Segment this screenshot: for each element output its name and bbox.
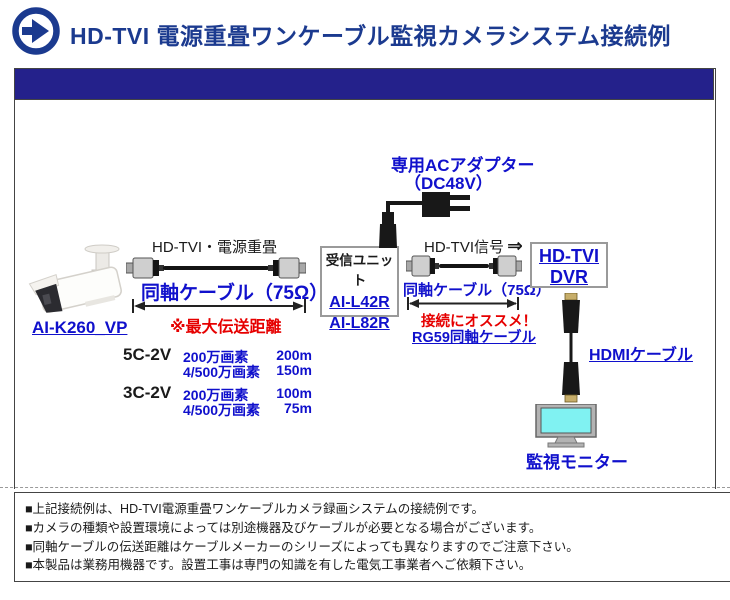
max-distance-note: ※最大伝送距離 (170, 319, 282, 336)
table-resolution: 200万画素 (183, 387, 249, 403)
note-line: ■上記接続例は、HD-TVI電源重畳ワンケーブルカメラ録画システムの接続例です。 (25, 502, 484, 516)
notes-box: ■上記接続例は、HD-TVI電源重畳ワンケーブルカメラ録画システムの接続例です。… (14, 492, 730, 582)
recommend-note: 接続にオススメ！ (421, 314, 537, 330)
cable1-coax-label: 同軸ケーブル（75Ω） (141, 283, 329, 304)
cable1-signal-label: HD-TVI・電源重畳 (152, 239, 277, 256)
table-distance: 200m (276, 347, 312, 363)
ac-adapter-label: 専用ACアダプター (391, 156, 535, 175)
table-resolution: 200万画素 (183, 349, 249, 365)
camera-model-link[interactable]: AI-K260_VP (32, 318, 128, 337)
cable-type-3c2v: 3C-2V (123, 383, 172, 402)
table-distance: 75m (283, 400, 312, 416)
note-line: ■カメラの種類や設置環境によっては別途機器及びケーブルが必要となる場合がございま… (25, 520, 542, 535)
note-line: ■本製品は業務用機器です。設置工事は専門の知識を有した電気工事業者へご依頼下さい… (25, 558, 532, 573)
dvr-link-line1[interactable]: HD-TVI (539, 246, 599, 266)
receiver-unit-box: 受信ユニット AI-L42R AI-L82R (320, 246, 399, 332)
page-title: HD-TVI 電源重畳ワンケーブル監視カメラシステム接続例 (70, 23, 672, 49)
bnc-cable-icon (406, 255, 522, 277)
span-arrow-icon (132, 299, 306, 313)
dashed-separator (0, 487, 730, 488)
camera-image (28, 244, 122, 313)
cable2-signal-label: HD-TVI信号 (424, 239, 504, 256)
arrow-circle-icon (12, 7, 60, 55)
receiver-model-link-l82r[interactable]: AI-L82R (329, 315, 390, 333)
span-arrow-icon (407, 297, 519, 310)
hdmi-cable-icon (562, 293, 580, 403)
flow-arrow: ⇒ (507, 236, 523, 257)
hdmi-cable-link[interactable]: HDMIケーブル (589, 347, 693, 364)
bnc-cable-icon (126, 257, 306, 279)
rg59-cable-link[interactable]: RG59同軸ケーブル (412, 330, 537, 346)
table-resolution: 4/500万画素 (183, 364, 261, 380)
ac-adapter-voltage: （DC48V） (404, 174, 493, 193)
monitor-label: 監視モニター (526, 453, 628, 472)
cable2-coax-label: 同軸ケーブル（75Ω） (403, 282, 551, 299)
table-resolution: 4/500万画素 (183, 402, 261, 418)
note-line: ■同軸ケーブルの伝送距離はケーブルメーカーのシリーズによっても異なりますのでご注… (25, 539, 579, 554)
receiver-model-link-l42r[interactable]: AI-L42R (329, 293, 390, 311)
dvr-link-line2[interactable]: DVR (549, 266, 588, 287)
section-banner (14, 68, 714, 100)
cable-type-5c2v: 5C-2V (123, 345, 172, 364)
ac-adapter-icon (379, 192, 470, 248)
receiver-title: 受信ユニット (325, 253, 394, 289)
table-distance: 150m (276, 362, 312, 378)
monitor-icon (535, 404, 597, 448)
table-distance: 100m (276, 385, 312, 401)
dvr-box: HD-TVI DVR (530, 242, 608, 288)
